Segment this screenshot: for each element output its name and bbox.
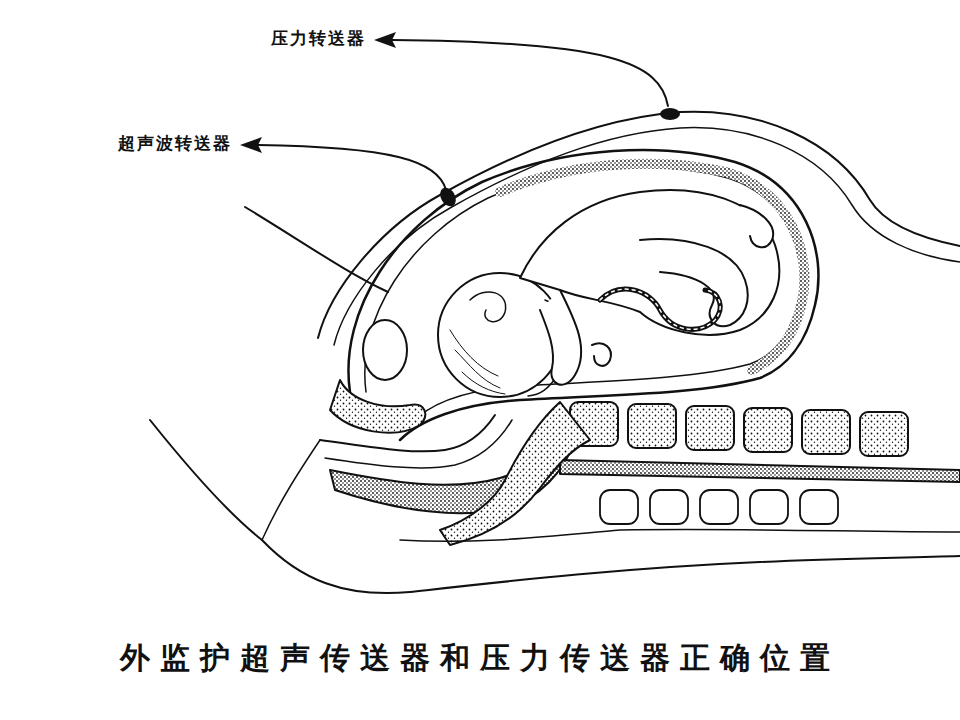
spinous-processes <box>600 490 838 524</box>
fetal-arm <box>540 290 581 385</box>
leader-arrowhead <box>374 32 396 48</box>
fetal-head <box>438 273 562 397</box>
uterus-inner-wall <box>365 167 801 425</box>
umbilical-cord <box>600 289 720 329</box>
fetal-leg <box>640 239 748 326</box>
leader-arrowhead <box>240 137 262 153</box>
leader-line <box>392 40 668 106</box>
fetal-hair <box>450 330 505 394</box>
vertebra <box>860 412 908 456</box>
vertebra <box>802 410 850 454</box>
vaginal-canal <box>320 415 495 451</box>
spinous-process <box>750 490 788 524</box>
back-inner-line <box>400 529 960 541</box>
spinal-canal <box>560 460 960 482</box>
vertebral-column <box>570 402 908 456</box>
ultrasound-transducer <box>437 185 459 209</box>
spinous-process <box>600 490 638 524</box>
bladder-outline <box>330 380 425 433</box>
fetal-hand <box>592 343 611 365</box>
thigh-outline <box>245 207 388 292</box>
vertebra <box>628 404 676 448</box>
leader-line <box>258 145 446 190</box>
figure-caption: 外监护超声传送器和压力传送器正确位置 <box>0 640 960 676</box>
fetal-foot <box>740 205 773 247</box>
spinous-process <box>700 490 738 524</box>
pressure-transducer <box>660 108 680 120</box>
sacrum <box>440 402 590 545</box>
vertebra <box>744 408 792 452</box>
abdomen-outline <box>318 112 960 338</box>
uterus-wall <box>348 150 818 440</box>
buttock-outline <box>150 420 960 593</box>
fetal-ear <box>470 292 506 322</box>
vertebra <box>686 406 734 450</box>
umbilical-cord-twist <box>600 289 720 329</box>
pubic-bone <box>363 320 407 380</box>
part-label: 超声波转送器 <box>118 133 232 153</box>
spinous-process <box>650 490 688 524</box>
part-label: 压力转送器 <box>271 28 366 48</box>
spinous-process <box>800 490 838 524</box>
vaginal-canal-inner <box>325 420 512 468</box>
perineum-line <box>262 440 320 540</box>
